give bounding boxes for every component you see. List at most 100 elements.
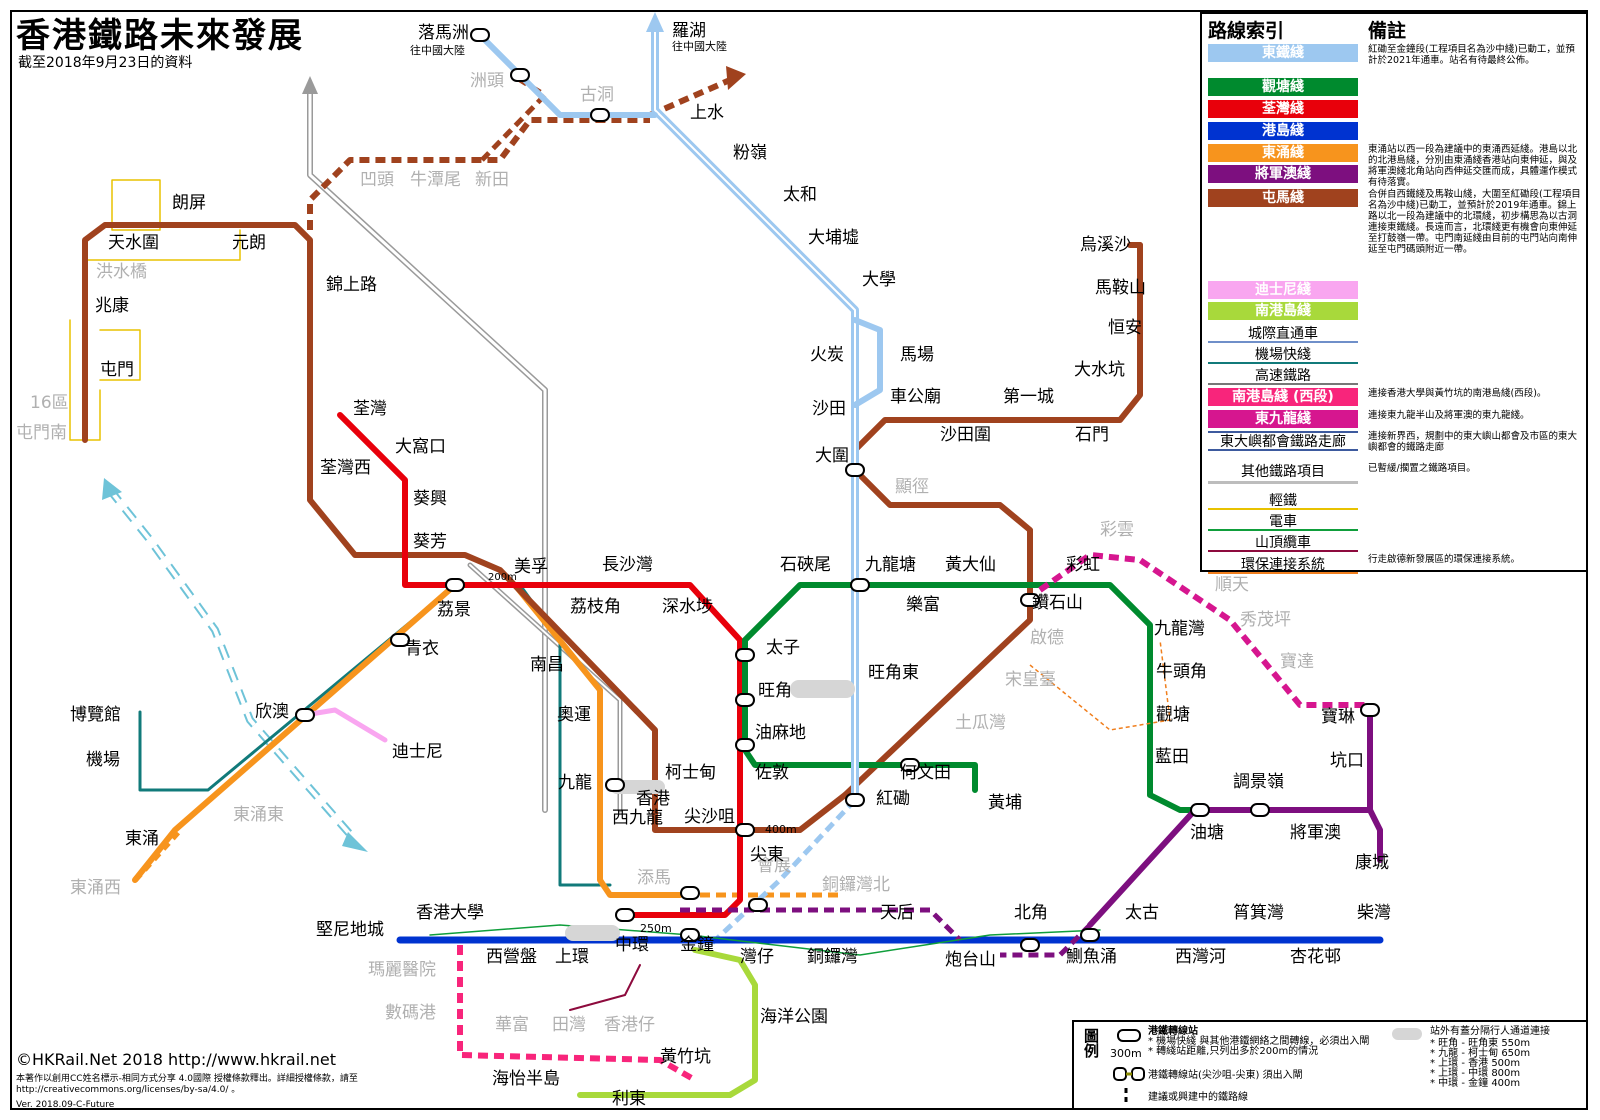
station-label: 秀茂坪 [1240,610,1291,630]
legend-line-swatch [1208,508,1358,510]
northern-link [307,117,650,230]
station-label: 彩雲 [1100,520,1134,540]
station-label: 大學 [862,270,896,290]
interchange-station-icon [615,908,635,922]
station-label: 添馬 [637,868,671,888]
station-label: 田灣 [552,1015,586,1035]
covered-walkway [565,925,620,941]
station-label: 石硤尾 [780,555,831,575]
legend-line-note: 紅磡至金鐘段(工程項目名為沙中綫)已動工，並預計於2021年通車。站名有待最終公… [1368,44,1575,66]
other-rail-line-inner [308,88,547,812]
line-index-legend: 路線索引 備註 東鐵綫紅磡至金鐘段(工程項目名為沙中綫)已動工，並預計於2021… [1200,12,1588,574]
station-label: 土瓜灣 [955,713,1006,733]
station-label: 何文田 [900,763,951,783]
walkway-title: 站外有蓋分隔行人通道連接 [1430,1026,1550,1037]
station-label: 迪士尼 [392,742,443,762]
legend-line-badge: 南港島綫 [1208,302,1358,320]
station-label: 羅湖 [672,21,706,41]
interchange-station-icon [605,778,625,792]
disneyland-line [302,707,388,743]
tung-chung-line [132,582,683,898]
station-label: 尖東 [750,845,784,865]
station-label: 銅鑼灣北 [822,875,890,895]
interchange-station-icon [900,758,920,772]
station-label: 寶達 [1280,651,1314,672]
south-island-west-line [457,945,697,1083]
station-label: 瑪麗醫院 [368,960,436,980]
station-label: 上環 [555,947,589,967]
light-rail-line [111,179,161,231]
walkway-item: * 上環 - 中環 800m [1430,1068,1521,1079]
station-label: 荔景 [437,600,471,620]
interchange-station-icon [1360,703,1380,717]
legend-line-badge: 東鐵綫 [1208,44,1358,62]
station-label: 石門 [1075,425,1109,445]
station-label: 九龍 [558,773,592,793]
station-label: 黃大仙 [945,555,996,575]
legend-line-label: 環保連接系統 [1208,554,1358,574]
legend-line-badge: 東大嶼都會鐵路走廊 [1208,431,1358,451]
legend-line-badge: 其他鐵路項目 [1208,463,1358,484]
interchange-station-icon [510,68,530,82]
legend-line-label: 城際直通車 [1208,323,1358,343]
legend-line-note: 行走啟德新發展區的環保連接系統。 [1368,554,1521,565]
tko-west-extension [1000,923,1092,958]
station-label: 九龍塘 [865,555,916,575]
tsuen-wan-line [337,412,743,918]
station-label: 調景嶺 [1233,772,1284,792]
station-label: 宋皇臺 [1005,670,1056,690]
legend-notes-header: 備註 [1368,20,1407,42]
legend-line-badge: 觀塘綫 [1208,78,1358,96]
interchange-station-icon [295,708,315,722]
station-label: 16區 [30,393,69,413]
symbol-legend-icons [1113,1028,1422,1104]
legend-index-header: 路線索引 [1208,20,1285,42]
station-label: 烏溪沙 [1080,235,1131,255]
legend-line-swatch [1208,550,1358,552]
interchange-station-icon [1020,938,1040,952]
legend-line-note: 合併自西鐵綫及馬鞍山綫，大圍至紅磡段(工程項目名為沙中綫)已動工，並預計於201… [1368,189,1581,255]
station-label: 洲頭 [470,71,504,91]
station-label: 旺角東 [868,663,919,683]
station-label: 啟德 [1030,628,1064,648]
interchange-station-icon [445,578,465,592]
map-subtitle: 截至2018年9月23日的資料 [18,55,193,71]
station-label: 洪水橋 [96,262,147,282]
station-label: 朗屏 [172,193,206,213]
station-label: 牛頭角 [1156,662,1207,682]
station-label: 天后 [880,903,914,923]
station-label: 北角 [1014,903,1048,923]
symbol-legend: 圖例 港鐵轉線站 * 機場快綫 與其他港鐵網絡之間轉線，必須出入閘 * 轉綫站距… [1072,1020,1588,1110]
walkway-item: * 上環 - 香港 500m [1430,1058,1521,1069]
station-label: 杏花邨 [1290,947,1341,967]
paid-interchange-symbol-icon [1113,1067,1127,1081]
station-label: 會展 [757,856,791,876]
arrow-icon [102,478,122,500]
interchange-note-1: * 機場快綫 與其他港鐵網絡之間轉線，必須出入閘 [1148,1036,1370,1047]
legend-line-swatch [1208,341,1358,343]
lok-ma-chau-spur [477,32,658,118]
arrow-icon [726,66,746,90]
station-label: 西九龍 [612,808,663,828]
symbol-legend-header: 圖例 [1082,1028,1100,1058]
station-label: 佐敦 [755,763,789,783]
interchange-station-icon [1020,593,1040,607]
legend-line-badge: 迪士尼綫 [1208,281,1358,299]
under-construction-label: 建議或興建中的鐵路線 [1148,1092,1248,1103]
walkway-symbol-icon [1392,1028,1422,1040]
walkway-item: * 九龍 - 柯士甸 650m [1430,1048,1531,1059]
peak-tram-line [569,964,641,1011]
legend-line-label: 山頂纜車 [1208,532,1358,552]
interchange-station-icon [748,898,768,912]
station-label: 牛潭尾 [410,170,461,190]
station-label: 油塘 [1190,823,1224,843]
station-label: 海洋公園 [760,1007,828,1027]
station-label: 青衣 [405,639,439,659]
legend-line-note: 連接東九龍半山及將軍澳的東九龍綫。 [1368,410,1530,421]
station-label: 將軍澳 [1290,823,1341,843]
interchange-station-icon [850,578,870,592]
legend-line-note: 連接香港大學與黃竹坑的南港島綫(西段)。 [1368,388,1547,399]
station-label: 海怡半島 [492,1069,560,1089]
station-label: 紅磡 [876,789,910,809]
